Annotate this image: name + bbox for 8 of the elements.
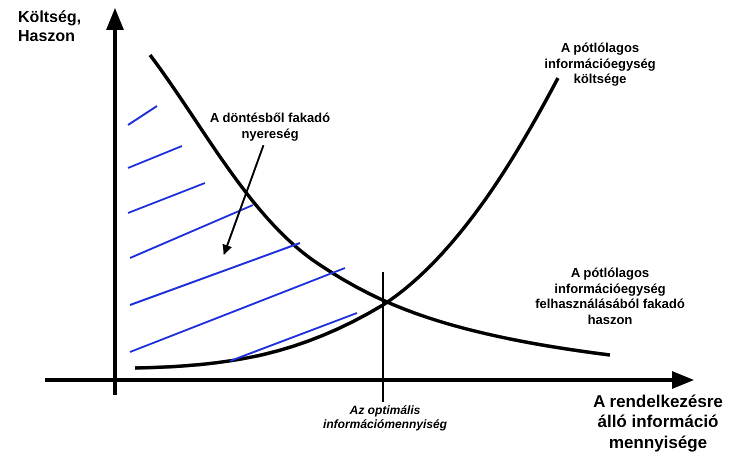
optimum-label: Az optimális információmennyiség <box>322 403 448 432</box>
hatched-area <box>127 105 358 362</box>
annotation-text: A döntésből fakadó nyereség <box>208 110 332 142</box>
y-axis-label: Költség, Haszon <box>18 8 82 46</box>
leader-arrow <box>222 144 264 255</box>
curve-label: A pótlólagos információegység felhasználásából fakadó haszon <box>534 265 686 328</box>
curve-label: A pótlólagos információegység költsége <box>543 40 657 87</box>
x-axis-label: A rendelkezésre álló információ mennyisége <box>592 392 724 454</box>
